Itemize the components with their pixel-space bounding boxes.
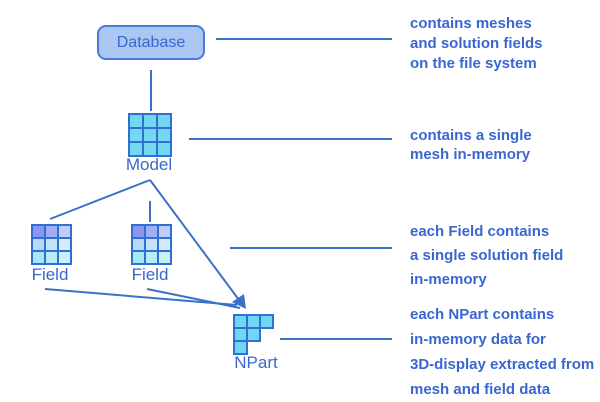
annotation-line: in-memory xyxy=(410,271,487,288)
grid-cell xyxy=(144,143,156,155)
annotation-database: contains meshes and solution fields on t… xyxy=(410,14,595,74)
grid-cell xyxy=(248,329,259,340)
annotation-model: contains a single mesh in-memory xyxy=(410,126,595,164)
annotation-line: mesh in-memory xyxy=(410,146,531,163)
annotation-line: a single solution field xyxy=(410,247,564,264)
grid-cell xyxy=(133,239,144,250)
grid-cell xyxy=(146,252,157,263)
annotation-line: and solution fields xyxy=(410,35,543,52)
grid-cell xyxy=(46,252,57,263)
grid-cell xyxy=(158,143,170,155)
grid-cell xyxy=(235,329,246,340)
grid-cell xyxy=(235,316,246,327)
annotation-line: 3D-display extracted from xyxy=(410,356,595,373)
grid-cell xyxy=(158,115,170,127)
arrowhead-npart xyxy=(232,294,246,309)
annotation-line: each Field contains xyxy=(410,223,550,240)
grid-cell xyxy=(130,115,142,127)
grid-cell xyxy=(235,342,246,353)
edge-field1-npart xyxy=(44,288,238,306)
edge-field2-npart xyxy=(146,288,241,309)
grid-cell xyxy=(133,226,144,237)
annotation-line: on the file system xyxy=(410,55,537,72)
grid-cell xyxy=(130,129,142,141)
grid-cell xyxy=(144,129,156,141)
grid-cell xyxy=(248,316,259,327)
grid-cell xyxy=(33,239,44,250)
grid-cell xyxy=(159,239,170,250)
edge-model-npart xyxy=(149,179,243,305)
grid-cell xyxy=(33,252,44,263)
field-icon-1 xyxy=(31,224,72,265)
field-label-2: Field xyxy=(131,265,169,284)
annotation-line: mesh and field data xyxy=(410,381,551,398)
grid-cell xyxy=(133,252,144,263)
database-label: Database xyxy=(116,33,186,51)
grid-cell xyxy=(46,226,57,237)
grid-cell xyxy=(159,252,170,263)
annotation-line: each NPart contains xyxy=(410,306,555,323)
annotation-line: in-memory data for xyxy=(410,331,546,348)
grid-cell xyxy=(158,129,170,141)
annotation-npart: each NPart contains in-memory data for 3… xyxy=(410,302,595,402)
npart-label: NPart xyxy=(234,353,278,372)
grid-cell xyxy=(146,239,157,250)
field-icon-2 xyxy=(131,224,172,265)
grid-cell xyxy=(33,226,44,237)
grid-cell xyxy=(130,143,142,155)
field-label-1: Field xyxy=(31,265,69,284)
annotation-field: each Field contains a single solution fi… xyxy=(410,220,595,292)
grid-cell xyxy=(159,226,170,237)
npart-icon xyxy=(233,314,274,355)
grid-cell xyxy=(59,252,70,263)
grid-cell xyxy=(146,226,157,237)
database-node: Database xyxy=(97,25,205,60)
edge-model-field1 xyxy=(49,179,151,220)
model-icon xyxy=(128,113,172,157)
grid-cell xyxy=(261,316,272,327)
grid-cell xyxy=(46,239,57,250)
annotation-line: contains a single xyxy=(410,127,532,144)
annotation-line: contains meshes xyxy=(410,15,532,32)
grid-cell xyxy=(144,115,156,127)
grid-cell xyxy=(59,226,70,237)
model-label: Model xyxy=(125,155,173,174)
grid-cell xyxy=(59,239,70,250)
